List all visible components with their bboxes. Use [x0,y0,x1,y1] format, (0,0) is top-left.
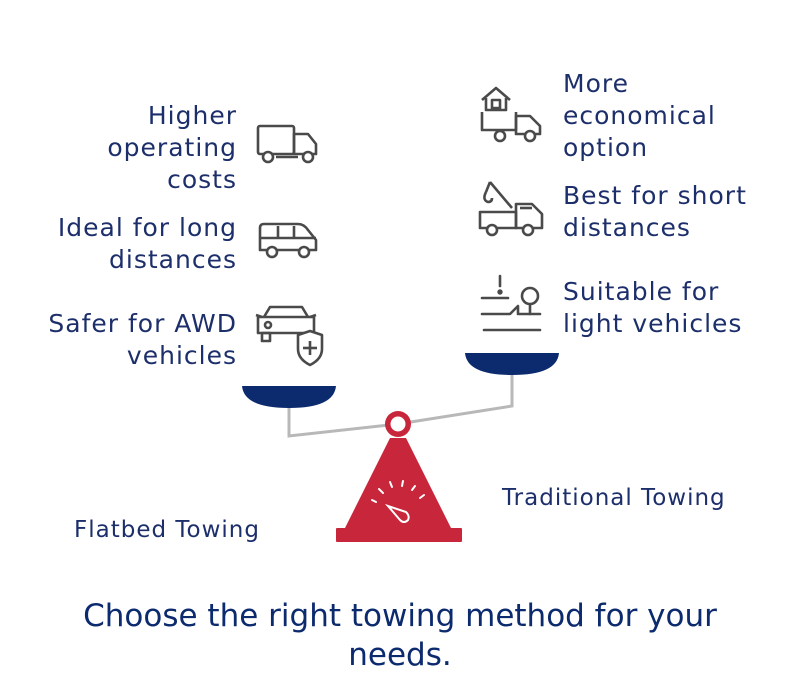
right-pan [465,353,559,375]
page-heading: Choose the right towing method for your … [83,598,717,673]
lever-icon [478,272,548,336]
left-pan [242,386,336,408]
left-item-awd: Safer for AWD vehicles [48,309,237,370]
fulcrum-cone [336,411,462,542]
speed-gauge-icon [371,480,425,523]
left-item-long-distance: Ideal for long distances [57,213,237,274]
right-item-short-distance: Best for short distances [563,181,747,242]
right-side-title: Traditional Towing [502,485,726,511]
right-item-economical: More economical option [563,69,716,162]
left-item-higher-costs: Higher operating costs [107,101,237,194]
truck-house-icon [478,82,546,148]
balance-scale [242,353,559,542]
tow-truck-icon [476,178,546,240]
left-side-title: Flatbed Towing [74,517,260,543]
box-truck-icon [254,122,322,166]
car-shield-icon [254,303,324,369]
van-icon [254,218,322,262]
right-item-light-vehicles: Suitable for light vehicles [563,277,743,338]
